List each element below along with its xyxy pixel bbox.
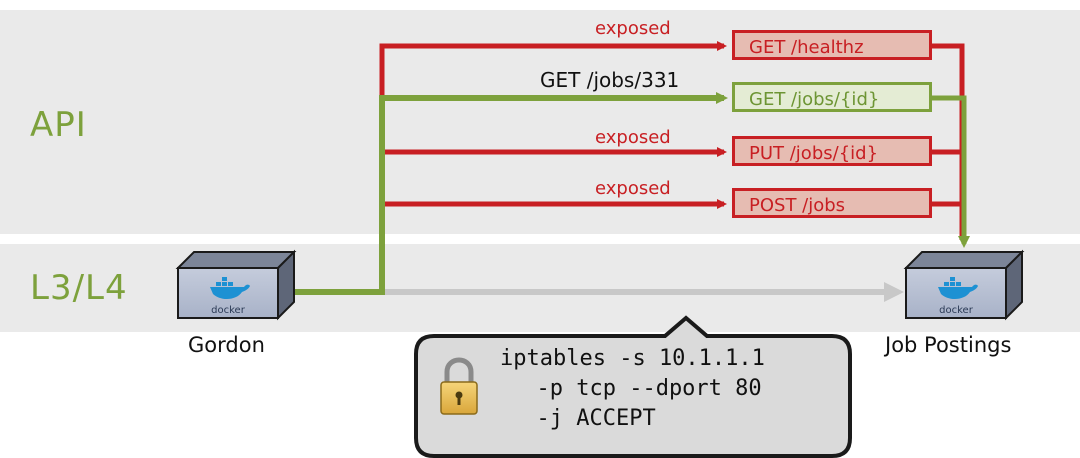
padlock-icon <box>440 357 478 415</box>
callout-line-1: iptables -s 10.1.1.1 <box>500 346 765 371</box>
edge-healthz-return <box>932 43 965 240</box>
edge-label-post: exposed <box>595 178 671 199</box>
edge-label-healthz: exposed <box>595 18 671 39</box>
edge-healthz <box>379 41 727 96</box>
iptables-callout <box>414 315 852 458</box>
callout-line-2: -p tcp --dport 80 <box>510 376 762 401</box>
edge-label-put: exposed <box>595 127 671 148</box>
l3l4-layer-label: L3/L4 <box>30 268 128 308</box>
service-docker-badge: docker <box>939 305 974 316</box>
edge-request-return <box>932 95 970 248</box>
client-label: Gordon <box>188 333 265 357</box>
callout-line-3: -j ACCEPT <box>510 406 656 431</box>
edge-label-request: GET /jobs/331 <box>540 68 680 92</box>
service-label: Job Postings <box>885 333 1012 357</box>
service-container-node: docker <box>903 249 1025 321</box>
edge-request <box>285 92 728 295</box>
api-layer-label: API <box>30 105 87 145</box>
docker-whale-icon <box>210 277 250 300</box>
endpoint-put-job: PUT /jobs/{id} <box>732 136 932 166</box>
client-container-node: docker <box>175 249 297 321</box>
endpoint-get-job: GET /jobs/{id} <box>732 82 932 112</box>
endpoint-healthz: GET /healthz <box>732 30 932 60</box>
docker-whale-icon <box>938 277 978 300</box>
endpoint-post-jobs: POST /jobs <box>732 188 932 218</box>
client-docker-badge: docker <box>211 305 246 316</box>
